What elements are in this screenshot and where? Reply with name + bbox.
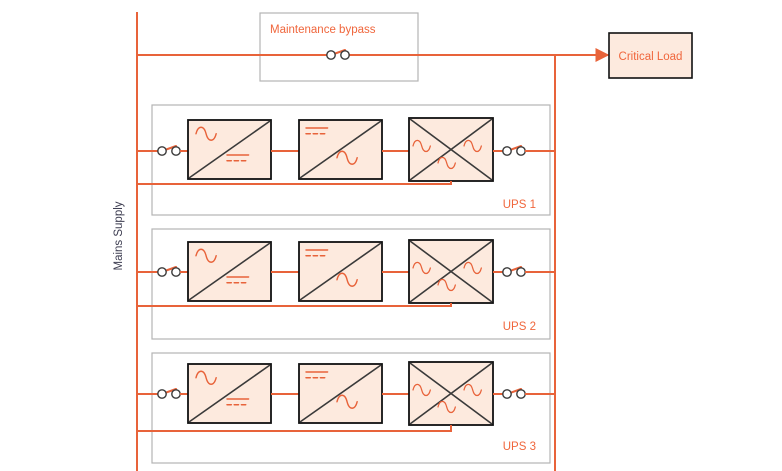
ups-1-output-breaker[interactable] xyxy=(502,145,526,156)
ups-2-input-breaker-contact-right xyxy=(171,267,181,277)
ups-1-static-switch-diag-2 xyxy=(409,118,493,181)
ups-2-output-breaker-contact-left xyxy=(502,267,512,277)
ups-2-bypass-branch xyxy=(137,303,452,307)
ups-2-input-breaker-contact-left xyxy=(157,267,167,277)
ups-1-bypass-branch xyxy=(137,181,452,185)
ups-1-output-breaker-contact-right xyxy=(516,146,526,156)
ups-1-inverter[interactable] xyxy=(298,119,383,180)
bypass-breaker-switch[interactable] xyxy=(326,49,350,60)
ups-1-rectifier[interactable] xyxy=(187,119,272,180)
mains-supply-label: Mains Supply xyxy=(113,201,125,270)
ups-3-static-switch[interactable] xyxy=(408,361,494,426)
ups-3-static-switch-diag-2 xyxy=(409,362,493,425)
ups-1-input-breaker-contact-left xyxy=(157,146,167,156)
ups-2-enclosure xyxy=(151,228,551,340)
ups-3-inverter[interactable] xyxy=(298,363,383,424)
critical-load-box[interactable] xyxy=(608,32,693,79)
mains-supply-bus: Mains Supply xyxy=(113,12,138,471)
ups-3-output-breaker-contact-right xyxy=(516,389,526,399)
ups-unit-3: UPS 3 xyxy=(137,352,556,464)
ups-2-static-switch[interactable] xyxy=(408,239,494,304)
ups-1-inverter-diagonal xyxy=(299,120,382,179)
ups-3-rectifier-diagonal xyxy=(188,364,271,423)
maintenance-bypass-group: Maintenance bypass xyxy=(137,12,610,82)
ups-1-rectifier-diagonal xyxy=(188,120,271,179)
critical-load-label: Critical Load xyxy=(619,51,683,63)
ups-3-inverter-diagonal xyxy=(299,364,382,423)
ups-1-input-breaker[interactable] xyxy=(157,145,181,156)
ups-2-output-breaker[interactable] xyxy=(502,266,526,277)
bypass-breaker-contact-right xyxy=(340,50,350,60)
ups-2-inverter-diagonal xyxy=(299,242,382,301)
ups-2-label: UPS 2 xyxy=(503,321,536,333)
ups-2-inverter[interactable] xyxy=(298,241,383,302)
ups-1-input-breaker-contact-right xyxy=(171,146,181,156)
maintenance-bypass-label: Maintenance bypass xyxy=(270,24,376,36)
maintenance-bypass-box xyxy=(259,12,419,82)
ups-3-input-breaker[interactable] xyxy=(157,388,181,399)
ups-2-input-breaker[interactable] xyxy=(157,266,181,277)
ups-3-input-breaker-contact-right xyxy=(171,389,181,399)
ups-2-static-switch-diag-2 xyxy=(409,240,493,303)
ups-unit-1: UPS 1 xyxy=(137,104,556,216)
bypass-breaker-contact-left xyxy=(326,50,336,60)
ups-3-output-breaker[interactable] xyxy=(502,388,526,399)
ups-1-static-switch[interactable] xyxy=(408,117,494,182)
ups-3-rectifier[interactable] xyxy=(187,363,272,424)
ups-1-label: UPS 1 xyxy=(503,199,536,211)
ups-unit-2: UPS 2 xyxy=(137,228,556,340)
ups-3-output-breaker-contact-left xyxy=(502,389,512,399)
ups-3-input-breaker-contact-left xyxy=(157,389,167,399)
ups-2-output-breaker-contact-right xyxy=(516,267,526,277)
ups-1-output-breaker-contact-left xyxy=(502,146,512,156)
ups-3-bypass-branch xyxy=(137,425,452,432)
ups-3-enclosure xyxy=(151,352,551,464)
ups-3-label: UPS 3 xyxy=(503,441,536,453)
critical-load-group: Critical Load xyxy=(608,32,693,79)
ups-2-rectifier[interactable] xyxy=(187,241,272,302)
ups-1-enclosure xyxy=(151,104,551,216)
ups-2-rectifier-diagonal xyxy=(188,242,271,301)
